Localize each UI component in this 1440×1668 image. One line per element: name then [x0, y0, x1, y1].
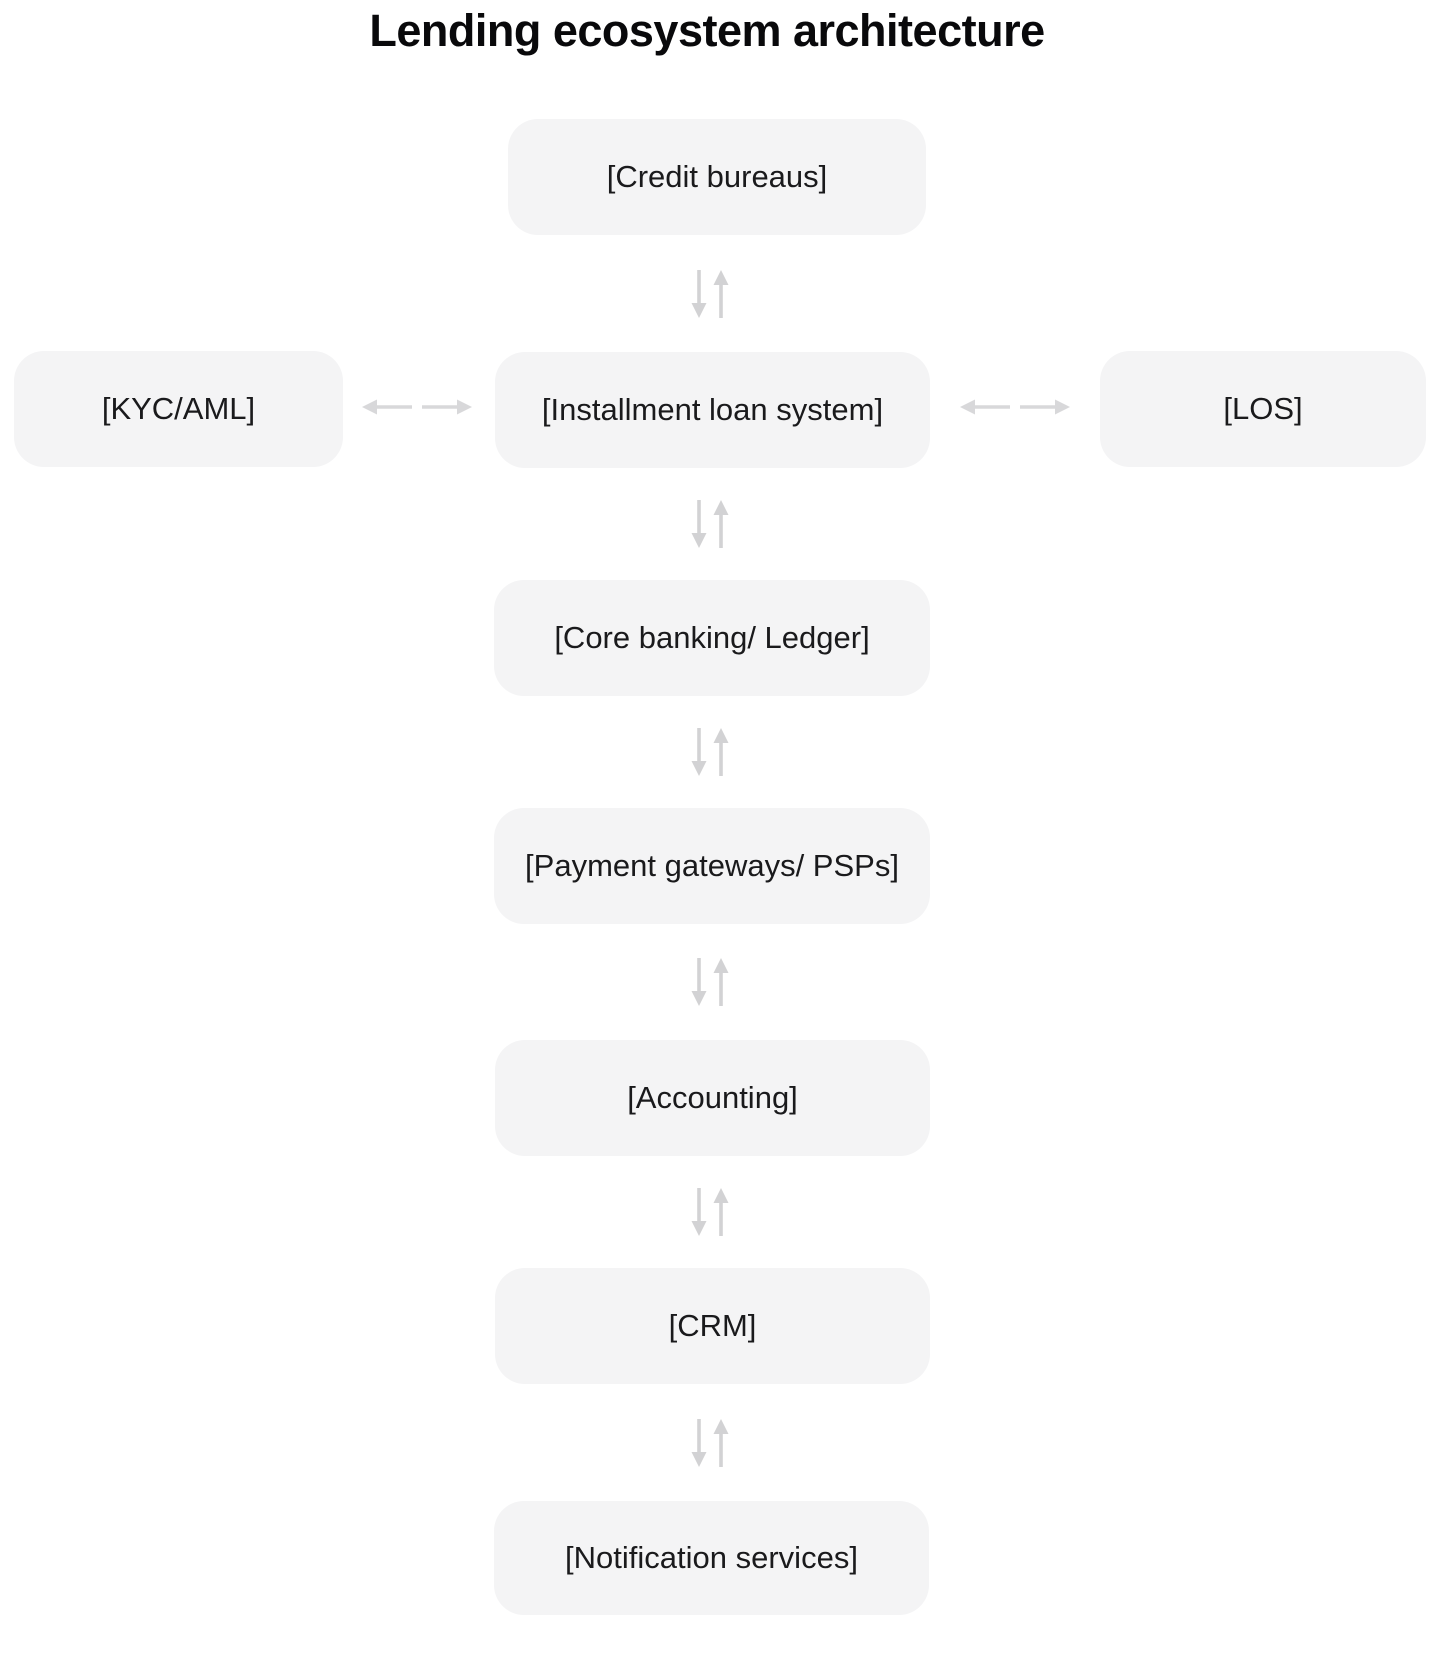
arrow-up-icon [713, 1419, 729, 1467]
arrow-up-icon [713, 500, 729, 548]
node-los: [LOS] [1100, 351, 1426, 467]
arrow-down-icon [691, 958, 707, 1006]
node-installment-loan-system: [Installment loan system] [495, 352, 930, 468]
edge-core-payment [689, 728, 731, 776]
arrow-up-icon [713, 270, 729, 318]
node-notification-services: [Notification services] [494, 1501, 929, 1615]
arrow-down-icon [691, 1188, 707, 1236]
node-kyc-aml: [KYC/AML] [14, 351, 343, 467]
edge-payment-accounting [689, 958, 731, 1006]
node-crm: [CRM] [495, 1268, 930, 1384]
node-payment-gateways-psps-label: [Payment gateways/ PSPs] [525, 848, 899, 883]
node-accounting-label: [Accounting] [627, 1080, 798, 1115]
arrow-left-right-icon [362, 399, 472, 415]
node-crm-label: [CRM] [668, 1308, 757, 1343]
edge-crm-notification [689, 1419, 731, 1467]
arrow-up-icon [713, 958, 729, 1006]
edge-accounting-crm [689, 1188, 731, 1236]
arrow-down-icon [691, 500, 707, 548]
node-notification-services-label: [Notification services] [565, 1540, 858, 1575]
arrow-up-icon [713, 1188, 729, 1236]
node-los-label: [LOS] [1223, 391, 1303, 426]
node-credit-bureaus-label: [Credit bureaus] [606, 159, 828, 194]
node-accounting: [Accounting] [495, 1040, 930, 1156]
edge-credit-installment [689, 270, 731, 318]
node-payment-gateways-psps: [Payment gateways/ PSPs] [494, 808, 930, 924]
node-core-banking-ledger-label: [Core banking/ Ledger] [554, 620, 870, 655]
arrow-up-icon [713, 728, 729, 776]
edge-kyc-installment [362, 396, 472, 418]
edge-installment-los [960, 396, 1070, 418]
arrow-down-icon [691, 270, 707, 318]
arrow-left-right-icon [960, 399, 1070, 415]
node-installment-loan-system-label: [Installment loan system] [541, 392, 884, 427]
node-credit-bureaus: [Credit bureaus] [508, 119, 926, 235]
edge-installment-core [689, 500, 731, 548]
node-core-banking-ledger: [Core banking/ Ledger] [494, 580, 930, 696]
arrow-down-icon [691, 1419, 707, 1467]
diagram-title: Lending ecosystem architecture [369, 5, 1045, 56]
arrow-down-icon [691, 728, 707, 776]
node-kyc-aml-label: [KYC/AML] [101, 391, 256, 426]
